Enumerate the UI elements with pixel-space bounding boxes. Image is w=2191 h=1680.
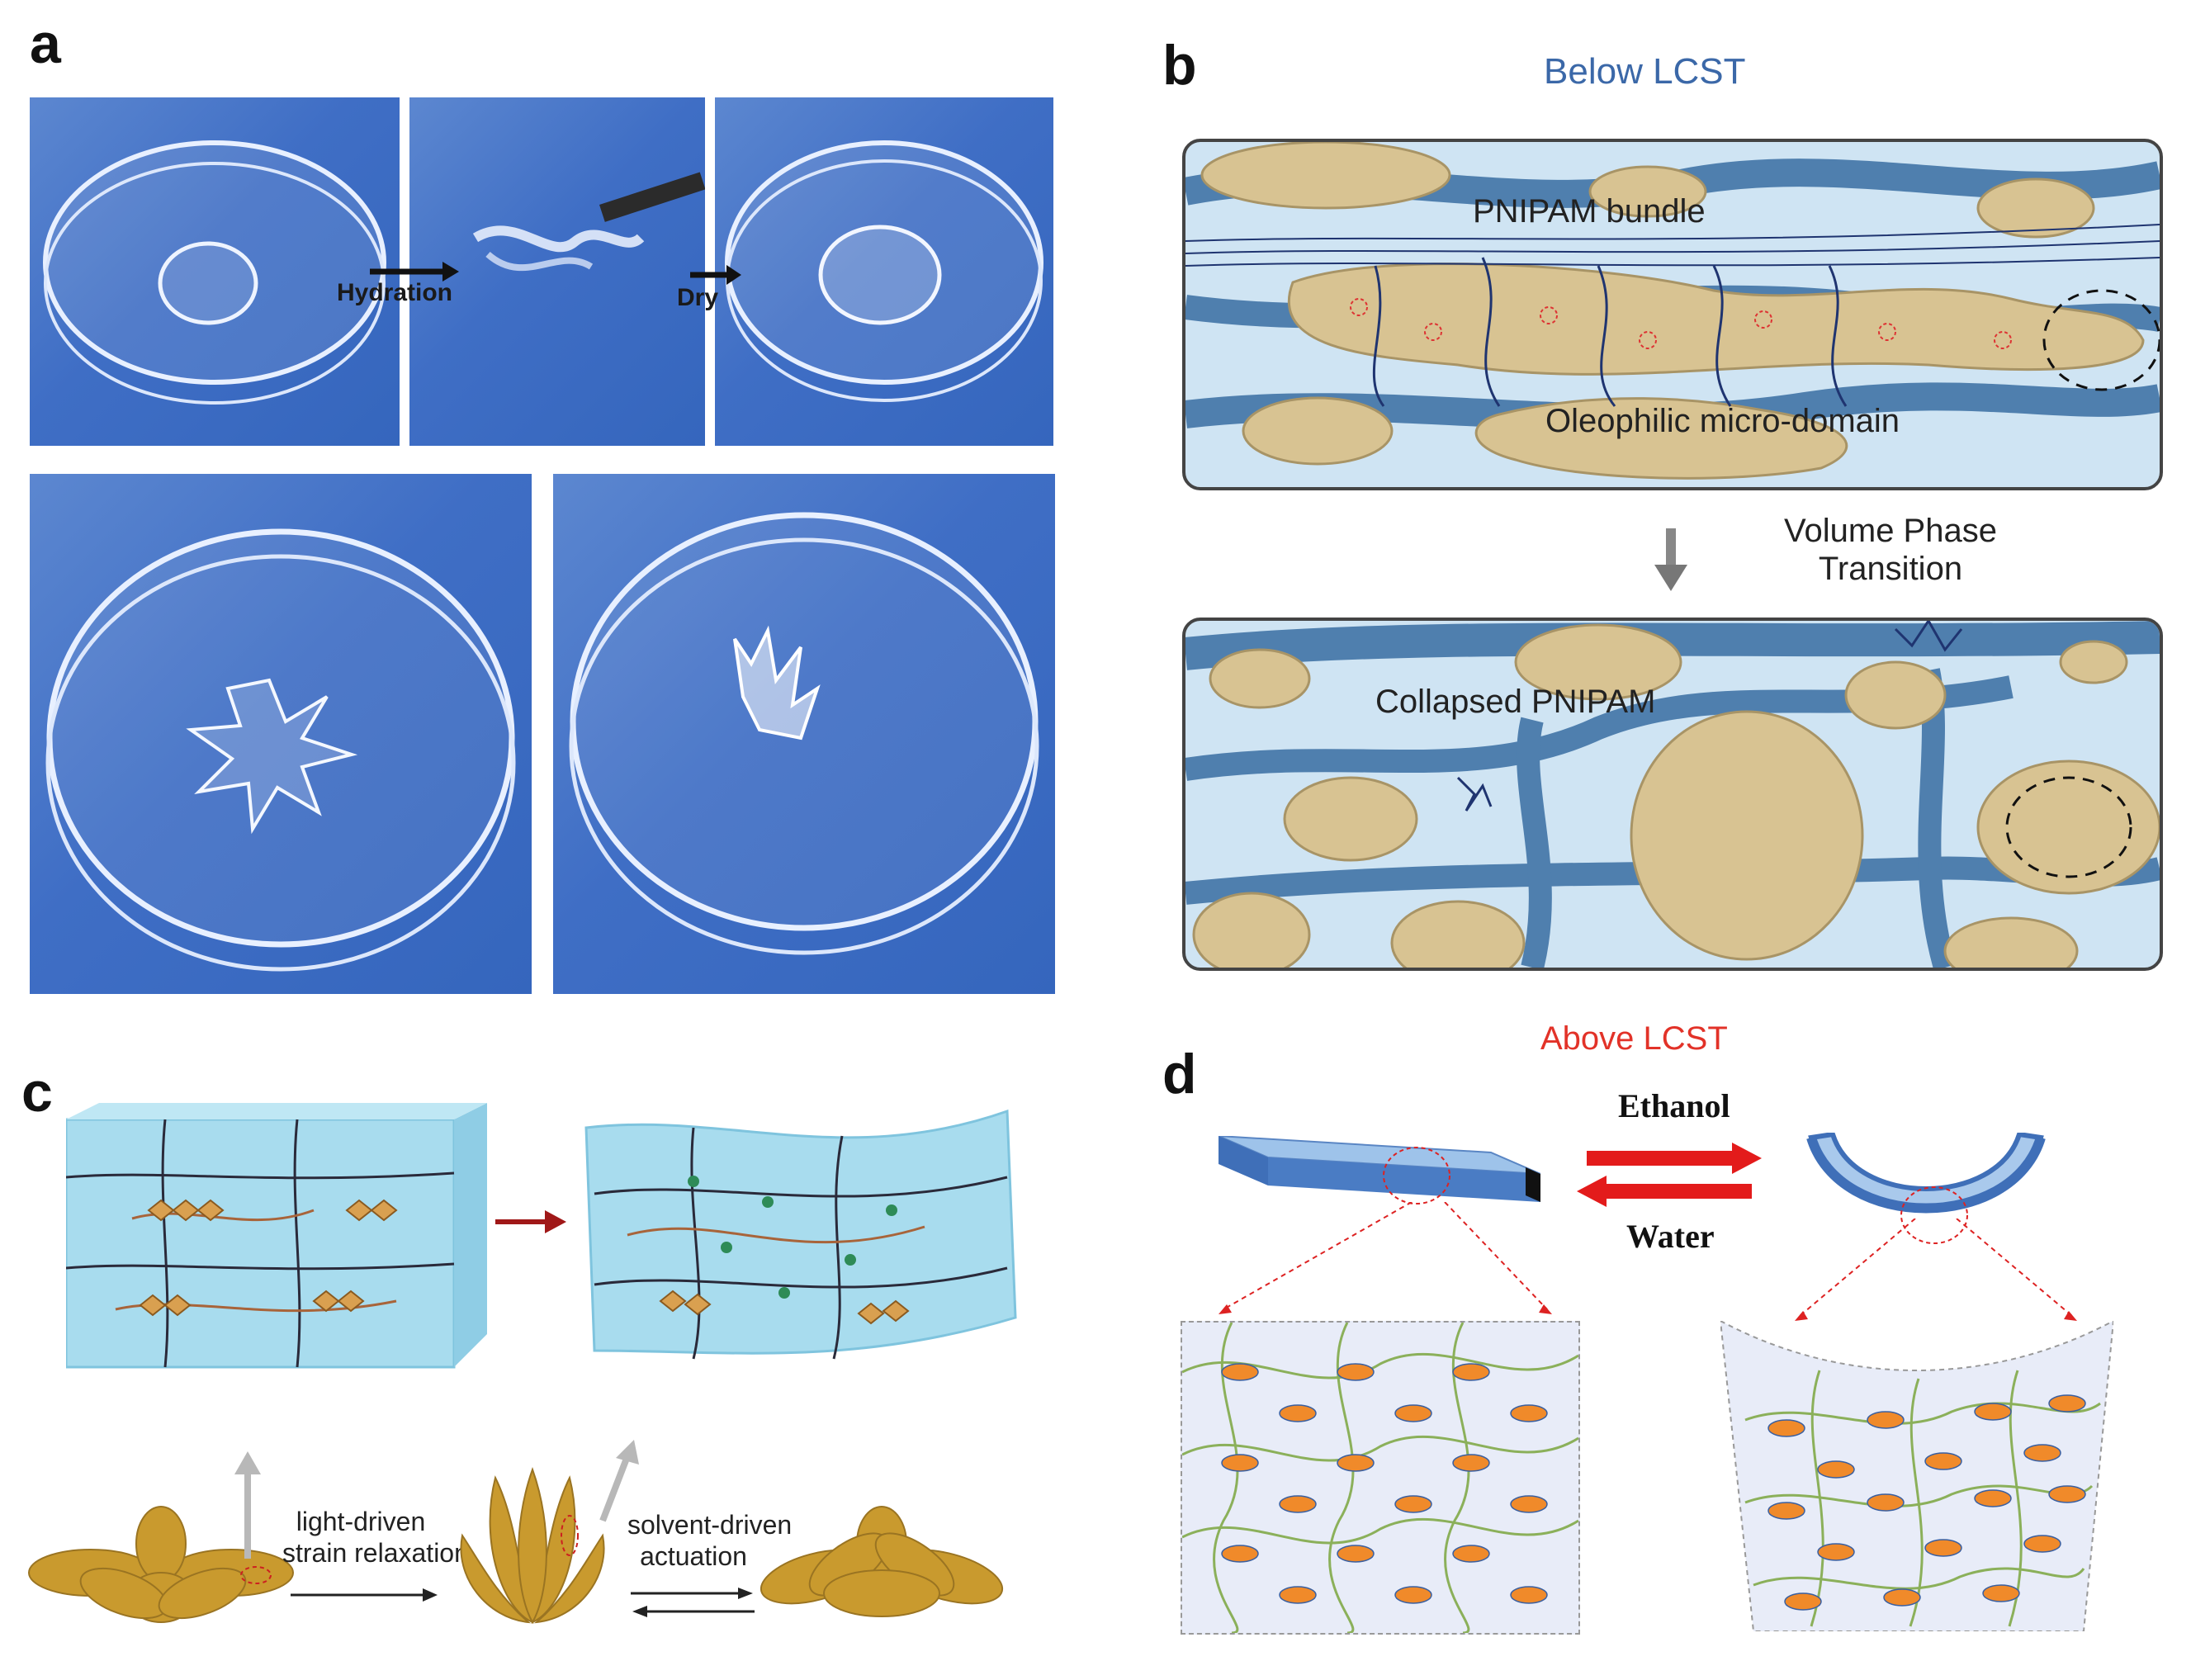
zoom-network-straight [1181, 1321, 1580, 1635]
transition-line-2: Transition [1818, 551, 1963, 587]
collapsed-pnipam-label: Collapsed PNIPAM [1375, 684, 1656, 720]
photo-dish-initial [30, 97, 400, 446]
light-driven-line-1: light-driven [296, 1507, 426, 1536]
solvent-driven-line-2: actuation [640, 1541, 747, 1571]
folded-star-illustration [569, 512, 1039, 955]
dry-arrow [690, 265, 741, 285]
below-lcst-header: Below LCST [1544, 51, 1746, 92]
photo-folded-star [553, 474, 1055, 994]
transition-line-1: Volume Phase [1784, 513, 1997, 549]
photo-dish-dried [715, 97, 1053, 446]
flower-closed-icon [460, 1467, 605, 1625]
dry-label: Dry [677, 284, 719, 311]
solvent-driven-line-1: solvent-driven [627, 1510, 793, 1540]
down-arrow-icon [1654, 528, 1687, 591]
forward-red-arrow [1587, 1143, 1762, 1174]
tweezers-film-illustration [472, 172, 705, 272]
light-driven-label: light-driven strain relaxation [282, 1506, 469, 1569]
petri-dish-dried-illustration [725, 140, 1043, 402]
zoom-network-bent [1720, 1321, 2113, 1631]
reverse-red-arrow [1577, 1176, 1752, 1207]
bent-bar [1806, 1133, 2046, 1244]
hydrogel-block-bent [578, 1103, 1024, 1375]
petri-dish-illustration [43, 140, 386, 405]
flower-flat-icon [28, 1506, 294, 1623]
ethanol-label: Ethanol [1618, 1087, 1730, 1124]
up-arrow-grey-1 [234, 1451, 261, 1559]
network-below-illustration [1185, 142, 2160, 480]
polymer-network-straight [1182, 1323, 1578, 1633]
panel-c-letter: c [21, 1061, 53, 1124]
photo-star-film [30, 474, 532, 994]
light-driven-line-2: strain relaxation [282, 1538, 469, 1568]
pnipam-bundle-label: PNIPAM bundle [1473, 193, 1706, 230]
above-lcst-schematic [1182, 618, 2163, 971]
forward-arrow-1 [291, 1588, 438, 1602]
hydrogel-bent-illustration [584, 1109, 1017, 1360]
zoom-lines-straight [1219, 1202, 1552, 1314]
panel-a-letter: a [30, 12, 61, 75]
hydrogel-block-flat [66, 1103, 487, 1374]
panel-d-letter: d [1162, 1043, 1197, 1105]
zoom-lines-bent [1795, 1219, 2077, 1321]
network-above-illustration [1185, 621, 2160, 968]
volume-phase-transition-label: Volume Phase Transition [1709, 512, 2072, 588]
panel-b-letter: b [1162, 34, 1197, 97]
hydrogel-flat-illustration [66, 1103, 487, 1369]
oleophilic-domain-label: Oleophilic micro-domain [1545, 403, 1900, 439]
solvent-driven-label: solvent-driven actuation [627, 1509, 793, 1572]
flower-open-icon [760, 1506, 1004, 1617]
reversible-arrows [631, 1588, 755, 1617]
hydration-label: Hydration [337, 279, 453, 306]
up-arrow-grey-2 [599, 1440, 639, 1522]
star-film-illustration [45, 528, 516, 972]
transform-arrow [495, 1210, 566, 1233]
above-lcst-header: Above LCST [1540, 1020, 1728, 1057]
below-lcst-schematic [1182, 139, 2163, 490]
hydration-arrow [370, 262, 459, 282]
straight-bar [1219, 1136, 1540, 1204]
polymer-network-bent [1720, 1321, 2113, 1631]
water-label: Water [1626, 1218, 1715, 1255]
